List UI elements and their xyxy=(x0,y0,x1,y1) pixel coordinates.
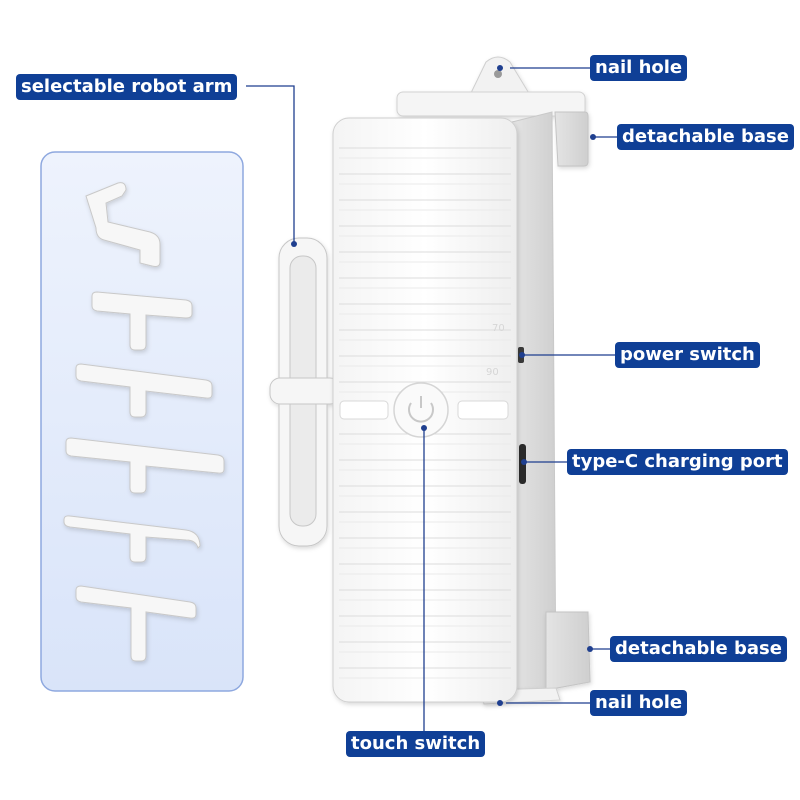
touch-switch xyxy=(339,382,509,438)
body-ribs xyxy=(339,147,511,679)
label-power-switch: power switch xyxy=(615,342,760,368)
device-side xyxy=(511,111,557,697)
label-nail-hole-bottom: nail hole xyxy=(590,690,688,716)
top-nail-hole-icon xyxy=(494,70,502,78)
label-type-c-charging-port: type-C charging port xyxy=(567,449,788,475)
arm-option-bent xyxy=(85,182,161,267)
arm-options-panel xyxy=(40,151,244,692)
label-detachable-base-top: detachable base xyxy=(617,124,794,150)
label-detachable-base-bottom: detachable base xyxy=(610,636,787,662)
arm-option-curved xyxy=(63,515,201,563)
top-detachable-base xyxy=(396,56,589,167)
arm-option-t-small xyxy=(91,291,193,351)
label-touch-switch: touch switch xyxy=(346,731,486,757)
label-selectable-robot-arm: selectable robot arm xyxy=(16,74,238,100)
mark-90: 90 xyxy=(486,367,499,378)
power-icon xyxy=(408,396,434,423)
mark-70: 70 xyxy=(492,323,505,334)
leader-dots xyxy=(291,65,596,706)
label-nail-hole-top: nail hole xyxy=(590,55,688,81)
arm-option-t-long xyxy=(65,437,225,494)
attached-robot-arm xyxy=(269,237,341,547)
arm-option-t-medium xyxy=(75,363,213,418)
leader-lines xyxy=(246,67,620,733)
arm-option-t-tall xyxy=(75,585,197,662)
